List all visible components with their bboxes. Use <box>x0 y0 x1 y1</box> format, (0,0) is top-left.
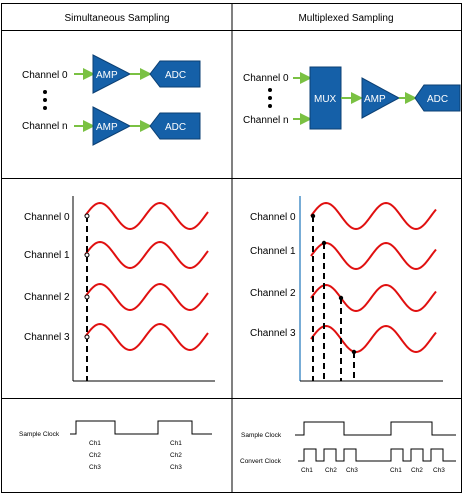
amp-label: AMP <box>96 122 118 133</box>
left-channel-0-label: Channel 0 <box>22 70 68 81</box>
channel-label: Channel 3 <box>250 328 296 339</box>
channel-tag: Ch1 <box>89 440 101 447</box>
mux-block: MUX <box>309 66 342 130</box>
channel-label: Channel 1 <box>24 250 70 261</box>
sample-point <box>321 240 327 246</box>
adc-block: ADC <box>149 112 201 140</box>
channel-waveform <box>310 241 437 271</box>
channel-tag: Ch3 <box>346 467 358 474</box>
sample-point <box>84 213 90 219</box>
convert-clock-label: Convert Clock <box>240 458 282 465</box>
adc-label: ADC <box>165 70 186 81</box>
channel-tag: Ch3 <box>433 467 445 474</box>
vertical-ellipsis <box>43 90 47 110</box>
channel-label: Channel 2 <box>24 292 70 303</box>
right-timing-diagram: Sample Clock Convert Clock Ch1 Ch2 Ch3 C… <box>240 421 456 474</box>
left-channel-n-label: Channel n <box>22 121 68 132</box>
adc-label: ADC <box>427 94 448 105</box>
channel-label: Channel 1 <box>250 246 296 257</box>
adc-block: ADC <box>414 84 461 112</box>
sample-points <box>84 213 90 340</box>
amp-block: AMP <box>92 54 132 94</box>
sample-clock-label: Sample Clock <box>241 432 282 439</box>
amp-block: AMP <box>92 106 132 146</box>
right-block-diagram: Channel 0 Channel n MUX AMP ADC <box>243 66 461 130</box>
amp-block: AMP <box>361 77 401 119</box>
channel-tag: Ch2 <box>411 467 423 474</box>
sample-instant-lines <box>312 216 355 381</box>
channel-tag: Ch2 <box>170 452 182 459</box>
left-block-diagram: Channel 0 Channel n AMP AMP ADC ADC <box>22 54 201 146</box>
mux-label: MUX <box>314 94 337 105</box>
channel-tag: Ch2 <box>325 467 337 474</box>
adc-label: ADC <box>165 122 186 133</box>
channel-label: Channel 2 <box>250 288 296 299</box>
channel-label: Channel 0 <box>24 212 70 223</box>
channel-waveform <box>84 240 209 270</box>
sample-point <box>351 349 357 355</box>
left-waves <box>84 201 209 352</box>
channel-waveform <box>310 324 437 354</box>
channel-waveform <box>310 201 437 231</box>
channel-waveform <box>84 201 209 231</box>
channel-tag: Ch1 <box>390 467 402 474</box>
right-waveform-panel: Channel 0 Channel 1 Channel 2 Channel 3 <box>250 196 443 382</box>
channel-tag: Ch1 <box>170 440 182 447</box>
sample-point <box>84 252 90 258</box>
right-channel-0-label: Channel 0 <box>243 73 289 84</box>
channel-tag: Ch2 <box>89 452 101 459</box>
left-waveform-panel: Channel 0 Channel 1 Channel 2 Channel 3 <box>24 196 215 382</box>
left-column-title: Simultaneous Sampling <box>64 13 169 24</box>
sample-point <box>84 294 90 300</box>
channel-waveform <box>84 322 209 352</box>
channel-waveform <box>84 282 209 312</box>
channel-tag: Ch3 <box>170 464 182 471</box>
left-timing-diagram: Sample Clock Ch1 Ch2 Ch3 Ch1 Ch2 Ch3 <box>19 420 212 471</box>
amp-label: AMP <box>96 70 118 81</box>
convert-clock-waveform <box>298 448 456 462</box>
sample-point <box>338 295 344 301</box>
sample-clock-waveform <box>70 420 212 435</box>
right-waves <box>310 201 437 354</box>
sample-clock-waveform <box>295 421 456 436</box>
right-column-title: Multiplexed Sampling <box>298 13 393 24</box>
channel-label: Channel 0 <box>250 212 296 223</box>
channel-tag: Ch3 <box>89 464 101 471</box>
sample-point <box>310 213 316 219</box>
channel-waveform <box>310 283 437 313</box>
sample-points <box>310 213 357 355</box>
vertical-ellipsis <box>268 88 272 108</box>
sample-point <box>84 334 90 340</box>
sample-clock-label: Sample Clock <box>19 431 60 438</box>
right-channel-n-label: Channel n <box>243 115 289 126</box>
table-grid <box>1 3 462 493</box>
channel-tag: Ch1 <box>301 467 313 474</box>
channel-label: Channel 3 <box>24 332 70 343</box>
adc-block: ADC <box>149 60 201 88</box>
amp-label: AMP <box>364 94 386 105</box>
